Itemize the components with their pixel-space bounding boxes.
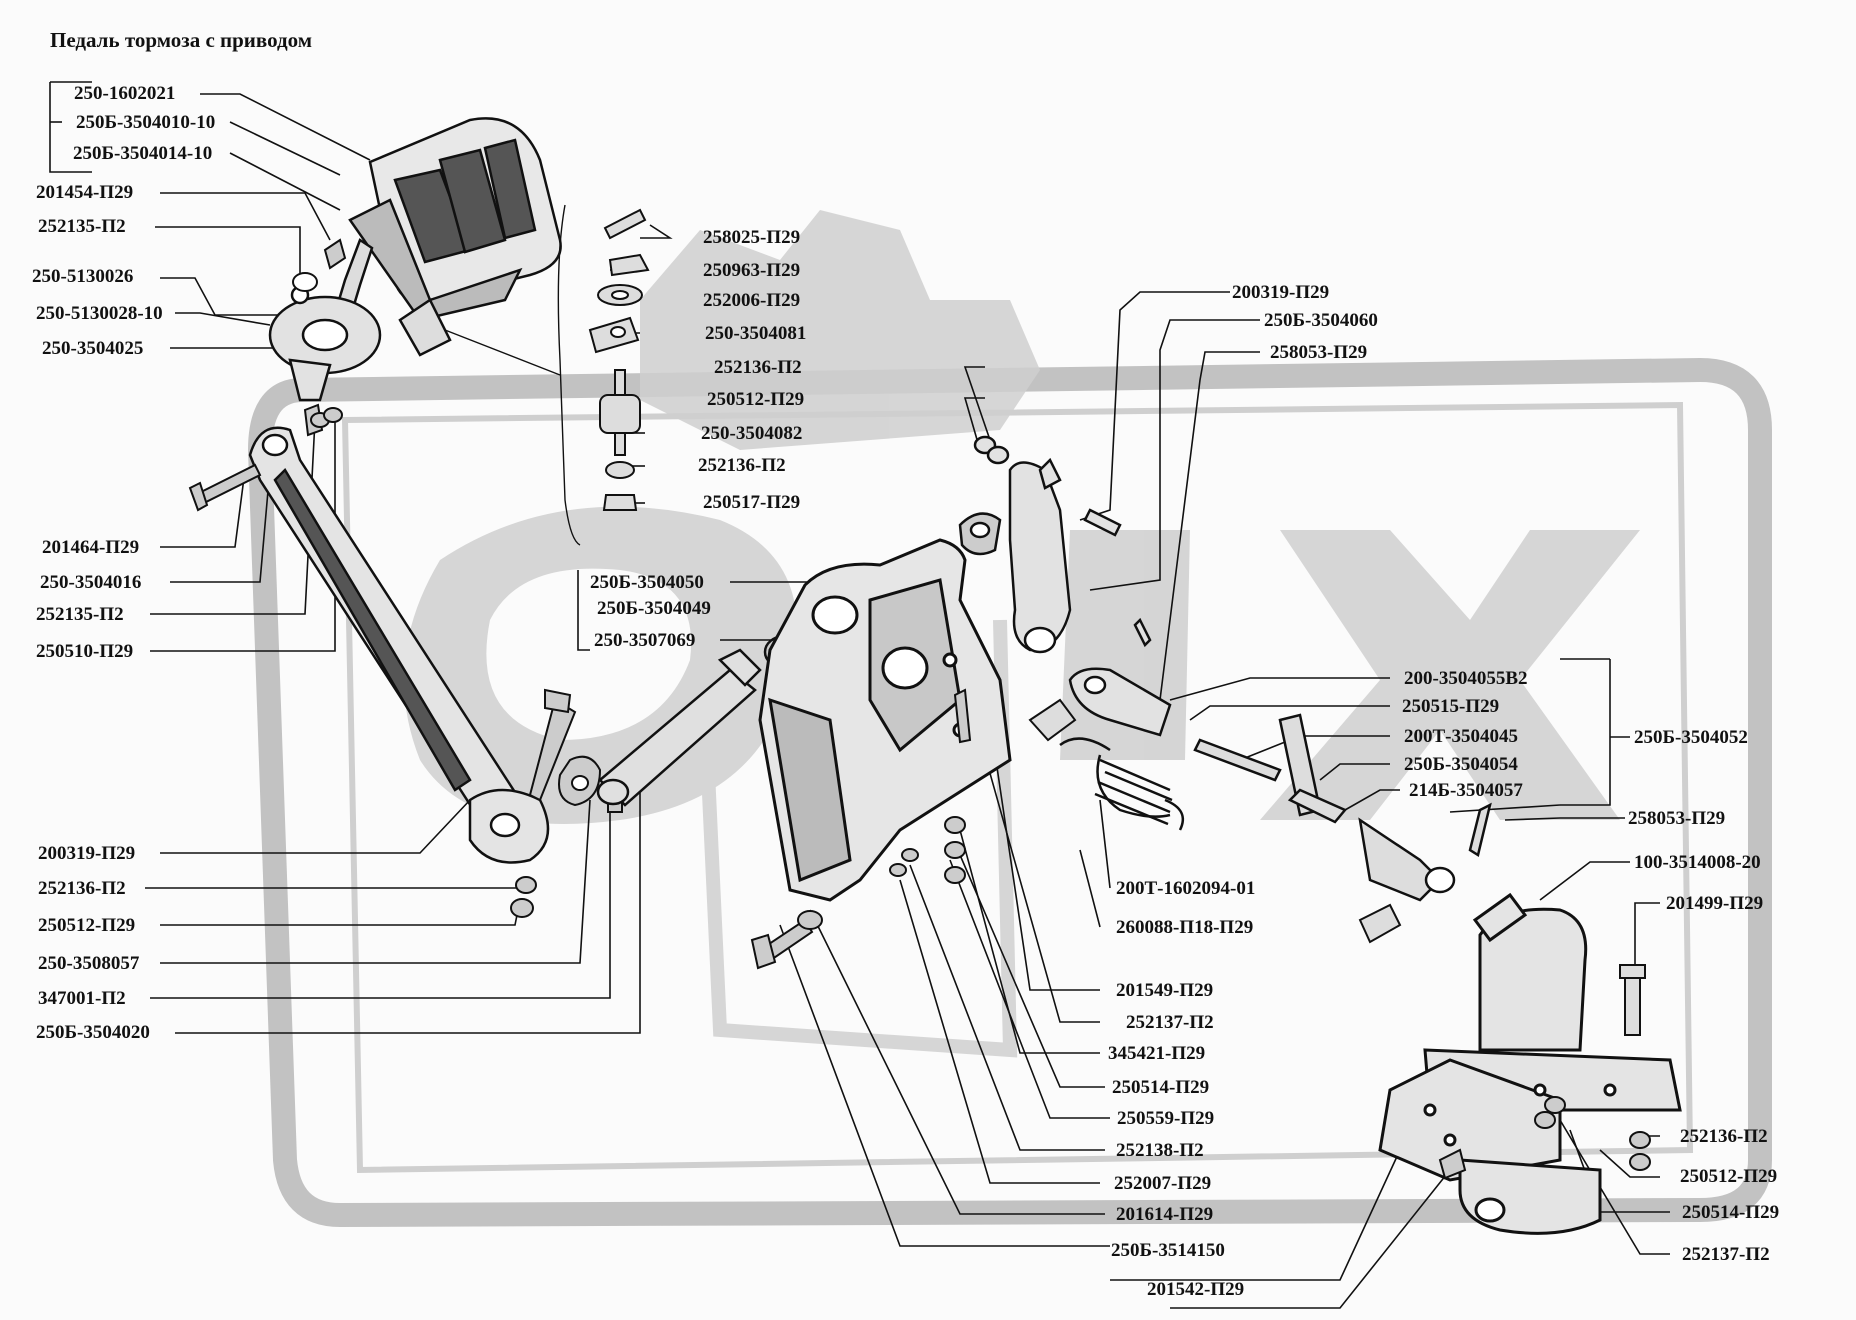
watermark-gear-outline: [693, 599, 1018, 1058]
small-bolts-left: [292, 238, 347, 437]
part-label: 250Б-3504052: [1634, 727, 1748, 748]
part-label: 201499-П29: [1666, 893, 1764, 914]
part-label: 252136-П2: [714, 357, 802, 378]
part-label: 252006-П29: [703, 290, 801, 311]
part-label: 250Б-3504054: [1404, 754, 1518, 775]
bolt-201499: [1619, 964, 1646, 1036]
part-label: 200319-П29: [1232, 282, 1330, 303]
part-label: 258053-П29: [1628, 808, 1726, 829]
shaft-250Б-3504020: [596, 648, 762, 807]
part-label: 258025-П29: [703, 227, 801, 248]
part-label: 252136-П2: [1680, 1126, 1768, 1147]
part-label: 200Т-3504045: [1404, 726, 1518, 747]
part-label: 250559-П29: [1117, 1108, 1215, 1129]
bracket-nut-top: [958, 512, 1002, 556]
part-label: 250-3504016: [40, 572, 142, 593]
part-label: 345421-П29: [1108, 1043, 1206, 1064]
part-label: 250-3504082: [701, 423, 803, 444]
part-label: 252136-П2: [38, 878, 126, 899]
brake-valve-100-3514008: [1378, 892, 1682, 1235]
part-label: 250517-П29: [703, 492, 801, 513]
bolt-201614: [750, 910, 823, 970]
part-label: 214Б-3504057: [1409, 780, 1523, 801]
part-label: 100-3514008-20: [1634, 852, 1761, 873]
part-label: 250-5130026: [32, 266, 134, 287]
part-label: 252137-П2: [1682, 1244, 1770, 1265]
part-label: 201614-П29: [1116, 1204, 1214, 1225]
part-label: 250-3504081: [705, 323, 807, 344]
part-label: 201454-П29: [36, 182, 134, 203]
part-label: 347001-П2: [38, 988, 126, 1009]
part-label: 252135-П2: [38, 216, 126, 237]
part-label: 250Б-3504049: [597, 598, 711, 619]
part-label: 250515-П29: [1402, 696, 1500, 717]
part-label: 250-1602021: [74, 83, 176, 104]
part-label: 201464-П29: [42, 537, 140, 558]
section-divider: [444, 204, 581, 546]
part-label: 201542-П29: [1147, 1279, 1245, 1300]
valve-nuts: [1438, 1096, 1651, 1180]
clevis-200-3504055: [1068, 617, 1172, 737]
part-label: 250963-П29: [703, 260, 801, 281]
right-lever: [973, 435, 1122, 654]
part-label: 250512-П29: [707, 389, 805, 410]
watermark-letters: [404, 210, 1640, 824]
bolt-201464: [188, 463, 262, 512]
part-label: 201549-П29: [1116, 980, 1214, 1001]
part-label: 252137-П2: [1126, 1012, 1214, 1033]
part-label: 252136-П2: [698, 455, 786, 476]
part-label: 250514-П29: [1682, 1202, 1780, 1223]
bolt-200319-left: [528, 688, 577, 802]
part-label: 258053-П29: [1270, 342, 1368, 363]
part-label: 250Б-3504014-10: [73, 143, 213, 164]
part-label: 250-3507069: [594, 630, 696, 651]
adjusting-rod: [1193, 713, 1492, 902]
part-label: 250Б-3504060: [1264, 310, 1378, 331]
part-label: 250514-П29: [1112, 1077, 1210, 1098]
pin-260088: [1028, 698, 1402, 944]
part-label: 250512-П29: [1680, 1166, 1778, 1187]
part-label: 250Б-3504010-10: [76, 112, 216, 133]
bracket-bolts: [889, 688, 972, 884]
diagram-title: Педаль тормоза с приводом: [50, 28, 313, 52]
part-label: 260088-П18-П29: [1116, 917, 1254, 938]
part-label: 252007-П29: [1114, 1173, 1212, 1194]
left-nuts: [510, 755, 623, 918]
return-spring: [1059, 737, 1185, 831]
part-label: 200-3504055В2: [1404, 668, 1528, 689]
part-label: 250-5130028-10: [36, 303, 163, 324]
center-stack-parts: [588, 208, 650, 511]
part-label: 250-3508057: [38, 953, 140, 974]
pedal-pivot-housing: [268, 285, 382, 402]
part-label: 250Б-3514150: [1111, 1240, 1225, 1261]
part-label: 250Б-3504020: [36, 1022, 150, 1043]
part-label: 250512-П29: [38, 915, 136, 936]
bracket-250Б-3504050: [758, 538, 1012, 902]
part-label: 200319-П29: [38, 843, 136, 864]
part-label: 250510-П29: [36, 641, 134, 662]
part-label: 250-3504025: [42, 338, 144, 359]
watermark-logo: [247, 357, 1772, 1228]
pedal-pad: [348, 117, 562, 322]
part-label: 200Т-1602094-01: [1116, 878, 1256, 899]
long-lever: [248, 426, 550, 864]
part-label: 250Б-3504050: [590, 572, 704, 593]
part-label: 252138-П2: [1116, 1140, 1204, 1161]
part-label: 252135-П2: [36, 604, 124, 625]
